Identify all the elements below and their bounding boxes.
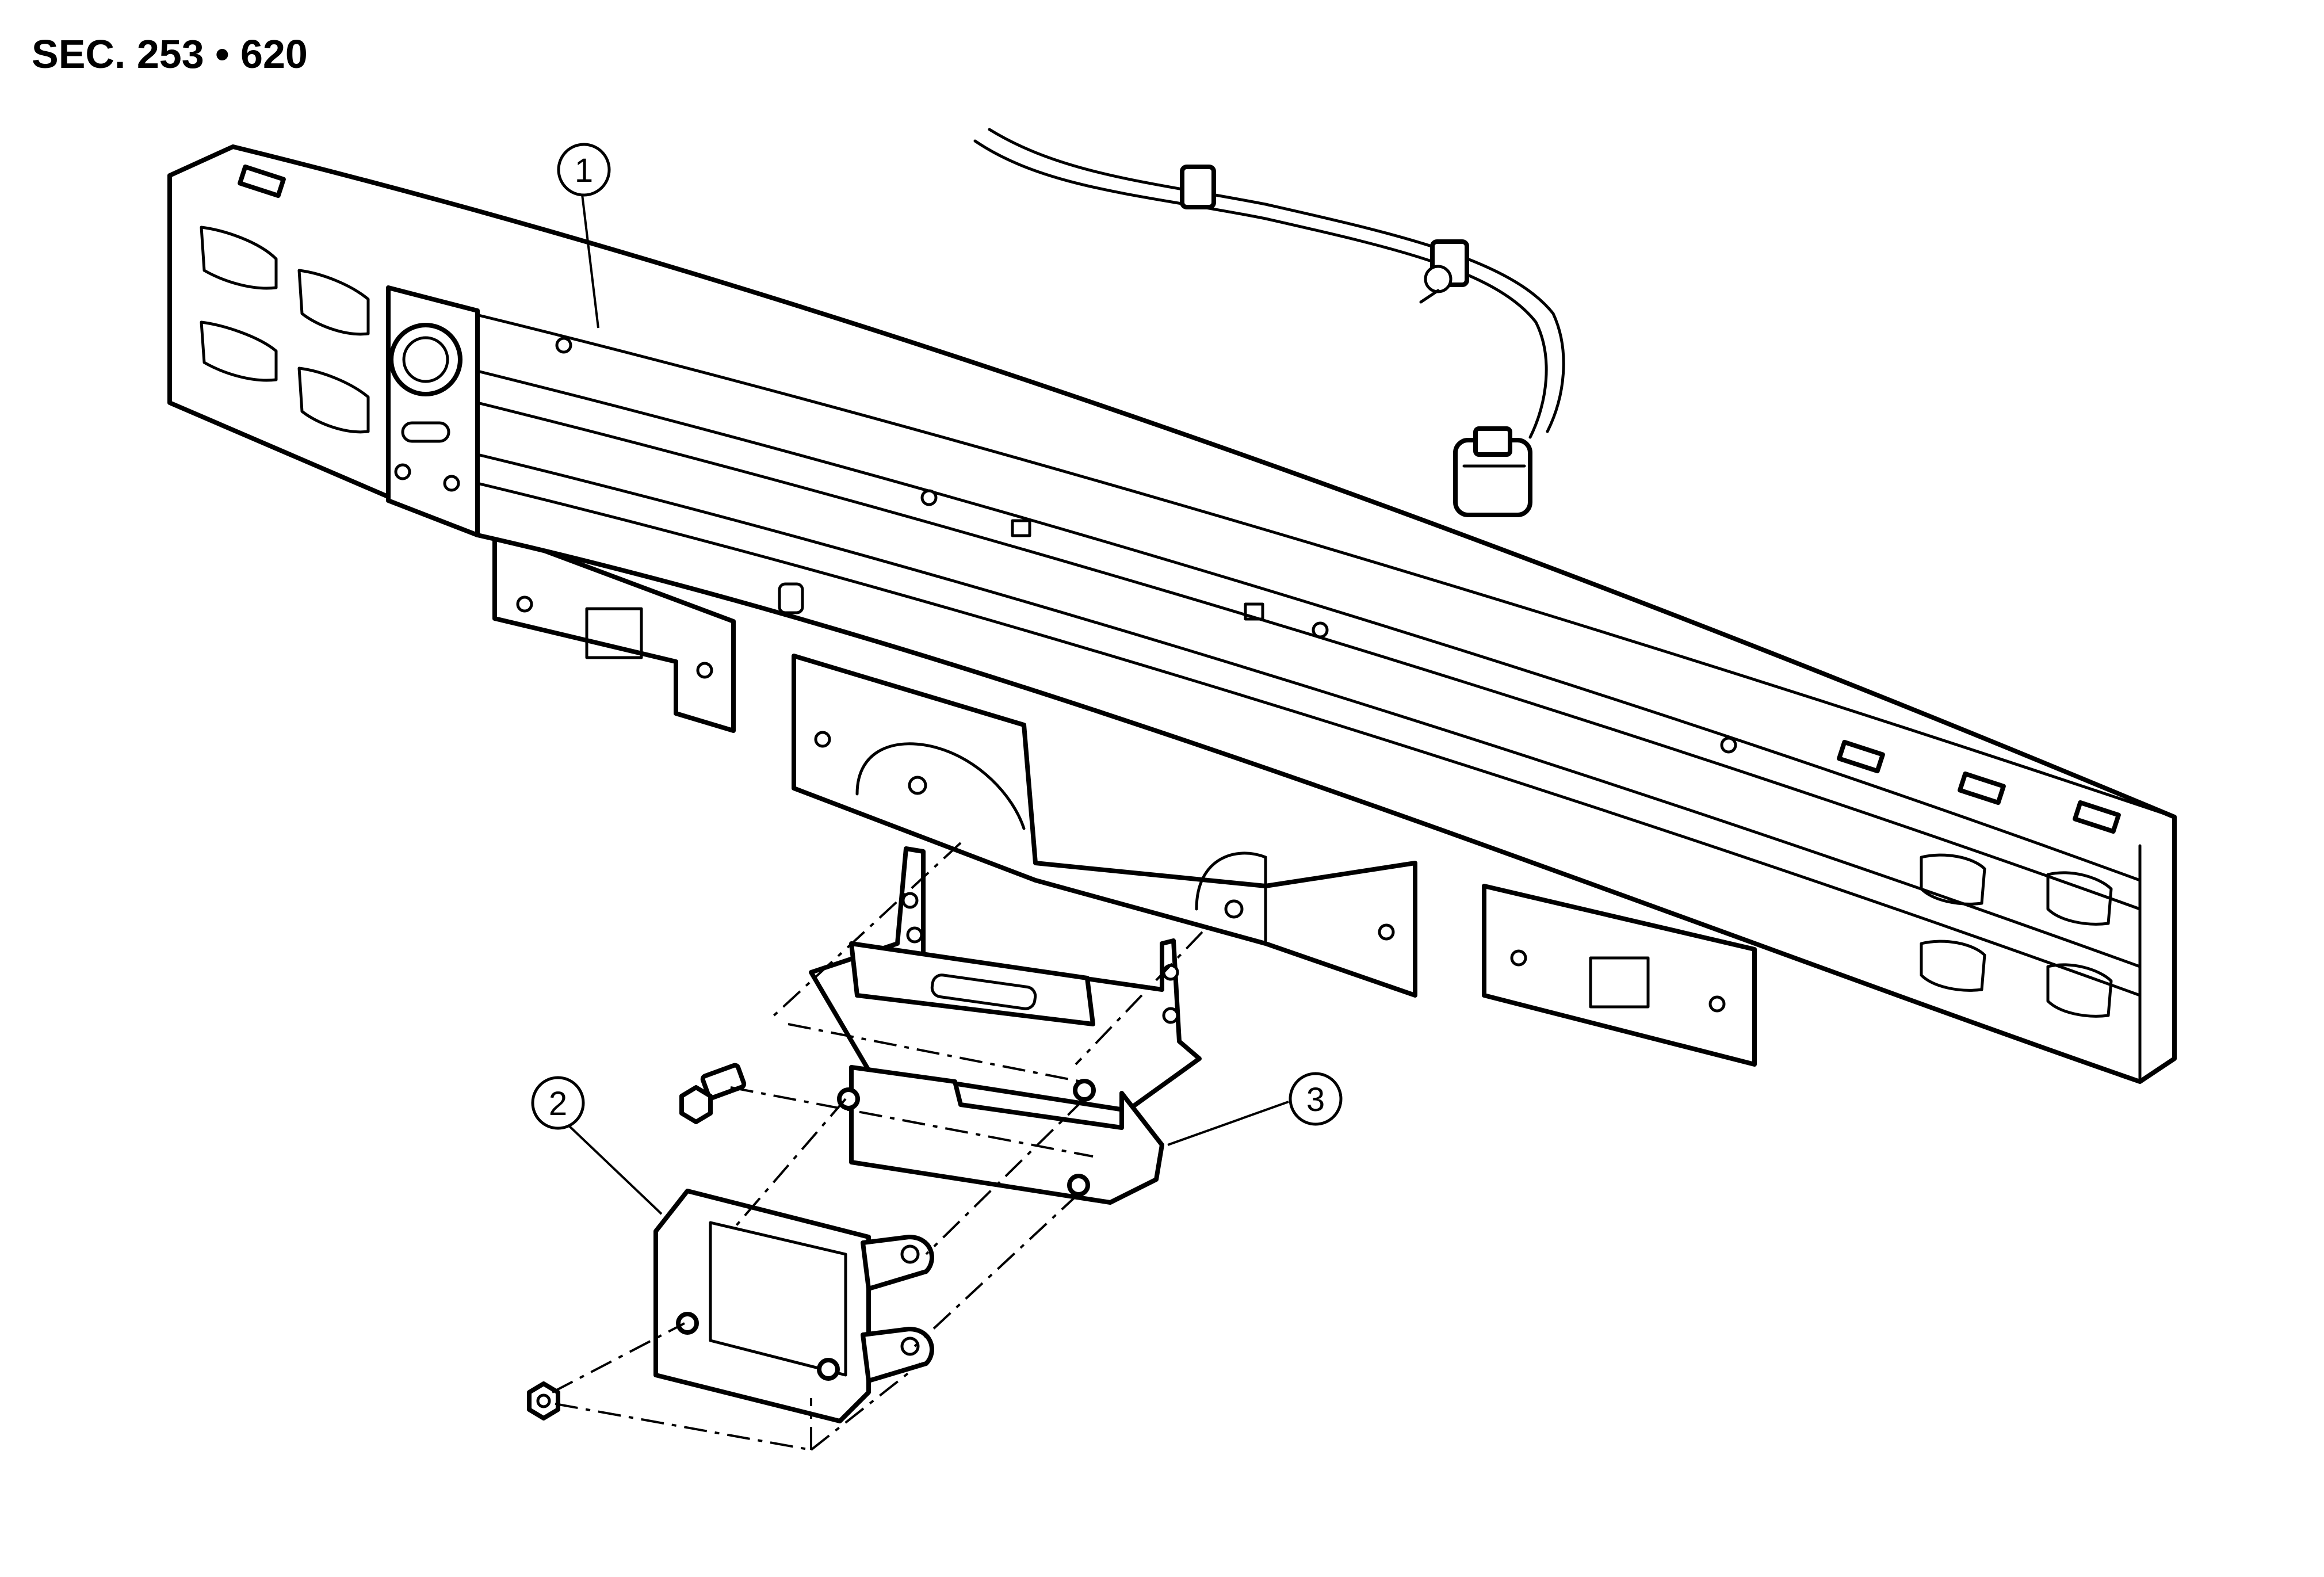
callout-3-label: 3 — [1306, 1081, 1325, 1118]
sensor-unit — [653, 1189, 934, 1423]
alignment-lines — [552, 842, 1203, 1451]
callout-leaders — [564, 194, 1289, 1215]
callout-1-label: 1 — [575, 152, 593, 189]
callout-2-label: 2 — [549, 1085, 567, 1122]
bolt — [679, 1063, 747, 1124]
harness-connector — [1453, 426, 1532, 517]
harness-clip-1 — [1180, 165, 1216, 209]
reinforcement-bracket-left — [492, 530, 736, 733]
callout-3: 3 — [1289, 1072, 1343, 1126]
wire-harness — [973, 128, 1565, 517]
nut — [527, 1381, 560, 1421]
reinforcement-bracket-center — [792, 654, 1417, 998]
sensor-bracket — [809, 846, 1202, 1205]
section-label: SEC. 253 • 620 — [32, 32, 308, 77]
reinforcement-bracket-right — [1482, 884, 1757, 1067]
callout-1: 1 — [557, 143, 611, 197]
callout-2: 2 — [531, 1076, 585, 1130]
bumper-reinforcement — [167, 144, 2177, 1084]
